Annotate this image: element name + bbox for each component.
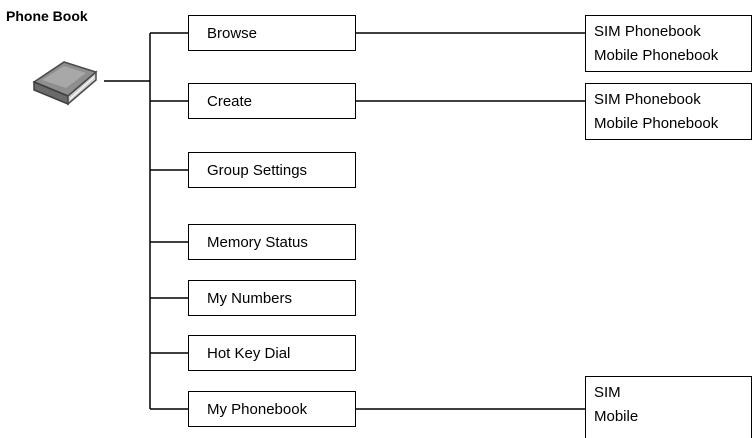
submenu-my-phonebook-option[interactable]: Mobile (594, 408, 639, 425)
menu-item-memory-status[interactable]: Memory Status (188, 224, 356, 260)
menu-item-my-numbers[interactable]: My Numbers (188, 280, 356, 316)
menu-item-create[interactable]: Create (188, 83, 356, 119)
submenu-browse-option[interactable]: Mobile Phonebook (594, 47, 719, 64)
submenu-my-phonebook: SIM Mobile (585, 376, 752, 438)
menu-item-my-phonebook[interactable]: My Phonebook (188, 391, 356, 427)
submenu-create: SIM Phonebook Mobile Phonebook (585, 83, 752, 140)
submenu-browse-option[interactable]: SIM Phonebook (594, 23, 701, 40)
menu-item-browse[interactable]: Browse (188, 15, 356, 51)
submenu-browse: SIM Phonebook Mobile Phonebook (585, 15, 752, 72)
menu-item-group-settings[interactable]: Group Settings (188, 152, 356, 188)
submenu-create-option[interactable]: SIM Phonebook (594, 91, 701, 108)
diagram-title: Phone Book (6, 8, 88, 24)
phonebook-book-icon (32, 61, 98, 106)
menu-item-hot-key-dial[interactable]: Hot Key Dial (188, 335, 356, 371)
submenu-create-option[interactable]: Mobile Phonebook (594, 115, 719, 132)
submenu-my-phonebook-option[interactable]: SIM (594, 384, 621, 401)
